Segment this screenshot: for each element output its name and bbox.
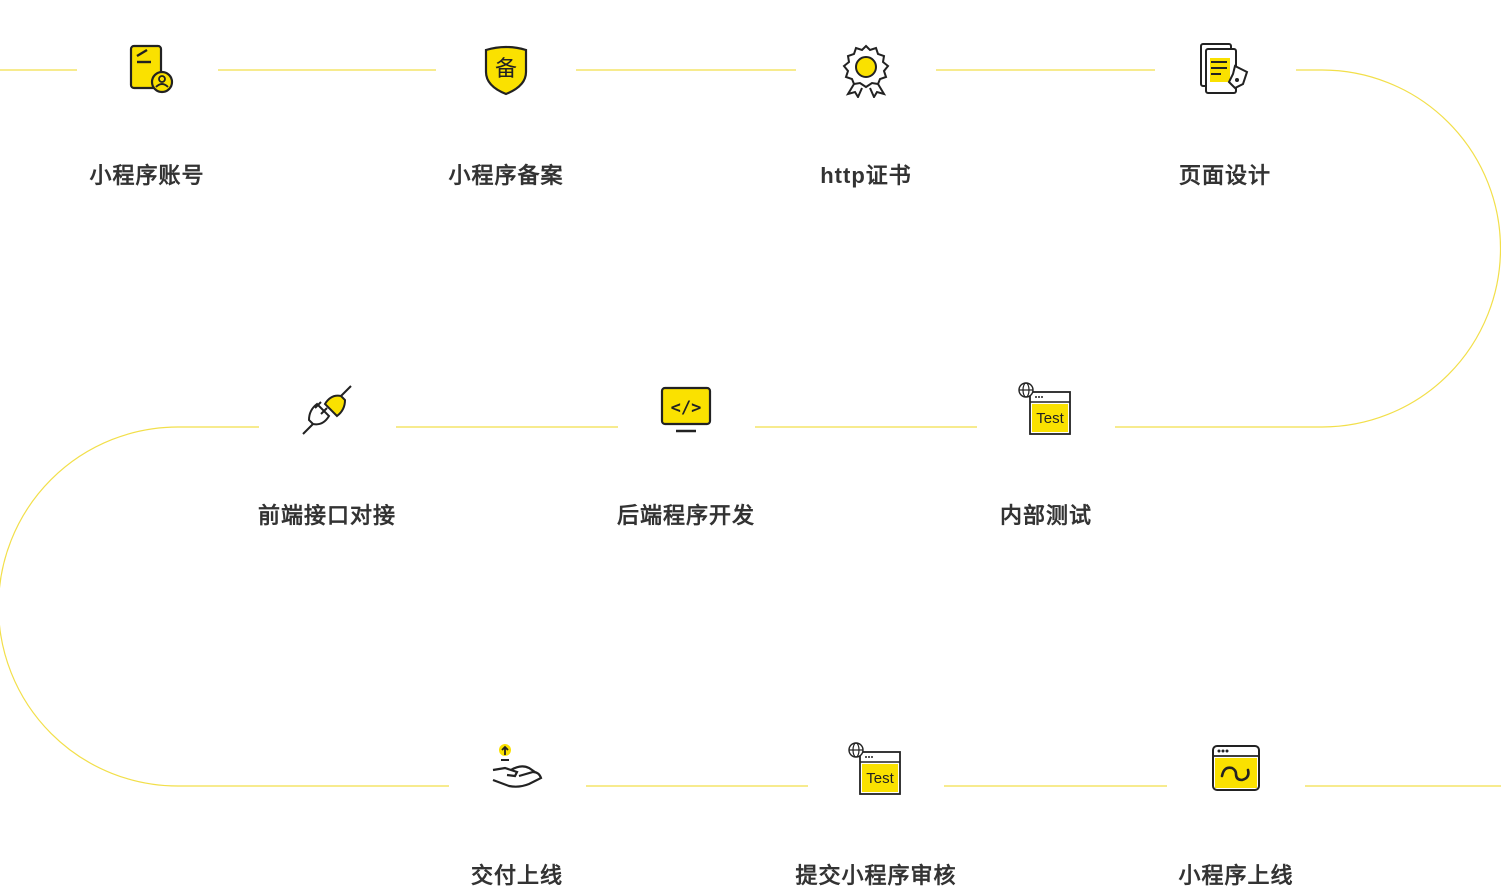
shield-filing-icon: 备 [484, 45, 528, 96]
step-label: 内部测试 [999, 503, 1092, 528]
route-curve-left [0, 426, 449, 787]
step-submit-review: Test 提交小程序审核 [776, 742, 976, 888]
step-label: 小程序上线 [1178, 863, 1294, 888]
route-curve-right [1115, 69, 1501, 428]
step-frontend-integration: 前端接口对接 [227, 382, 427, 528]
step-delivery-launch: 交付上线 [417, 742, 617, 888]
code-glyph: </> [671, 398, 702, 418]
plug-connect-icon [302, 385, 352, 435]
step-page-design: 页面设计 [1125, 42, 1325, 188]
step-mini-program-filing: 备 小程序备案 [406, 42, 606, 188]
step-label: 后端程序开发 [616, 503, 755, 528]
step-label: 交付上线 [470, 863, 563, 888]
step-label: http证书 [820, 163, 912, 188]
step-label: 页面设计 [1178, 163, 1271, 188]
code-monitor-icon: </> [660, 386, 712, 433]
step-label: 小程序备案 [448, 163, 564, 188]
hand-deliver-icon [492, 744, 543, 788]
step-mini-program-online: 小程序上线 [1136, 742, 1336, 888]
design-pen-document-icon [1200, 43, 1249, 94]
step-label: 小程序账号 [89, 163, 205, 188]
test-glyph: Test [1036, 410, 1064, 427]
step-backend-development: </> 后端程序开发 [586, 382, 786, 528]
step-internal-testing: Test 内部测试 [946, 382, 1146, 528]
miniprogram-window-icon [1212, 745, 1260, 791]
web-test-icon: Test [1018, 382, 1071, 435]
filing-glyph: 备 [495, 57, 517, 82]
step-label: 前端接口对接 [257, 503, 396, 528]
step-http-certificate: http证书 [766, 42, 966, 188]
step-mini-program-account: 小程序账号 [47, 42, 247, 188]
web-test-icon: Test [848, 742, 901, 795]
certificate-badge-icon [842, 44, 890, 98]
document-user-icon [129, 44, 174, 94]
step-label: 提交小程序审核 [795, 863, 957, 888]
test-glyph: Test [866, 770, 894, 787]
